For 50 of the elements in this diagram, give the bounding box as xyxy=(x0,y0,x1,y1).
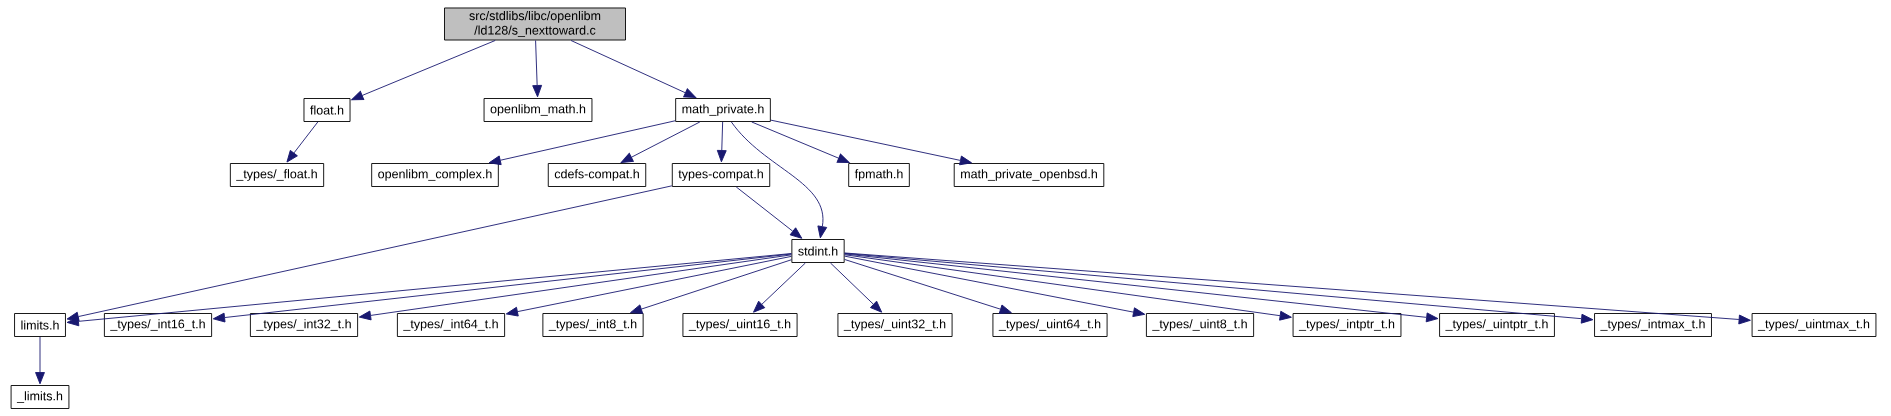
arrow xyxy=(35,336,45,385)
arrow xyxy=(286,121,319,163)
header-file-box: _types/_uint8_t.h xyxy=(1145,313,1255,337)
arrow xyxy=(730,121,828,239)
arrow xyxy=(620,121,701,163)
arrow xyxy=(830,262,883,313)
arrow xyxy=(844,253,1439,323)
arrow xyxy=(844,259,1012,314)
header-file-box: float.h xyxy=(303,98,351,122)
header-file-box: openlibm_math.h xyxy=(483,98,593,122)
arrow xyxy=(488,120,676,166)
arrow xyxy=(66,253,792,327)
header-file-box: fpmath.h xyxy=(848,163,910,187)
header-file-box: types-compat.h xyxy=(671,163,771,187)
header-file-box: _limits.h xyxy=(10,385,70,409)
arrow xyxy=(570,40,697,98)
arrow xyxy=(735,186,803,239)
header-file-box: _types/_int32_t.h xyxy=(249,313,359,337)
header-file-box: _types/_uint16_t.h xyxy=(682,313,798,337)
header-file-box: cdefs-compat.h xyxy=(547,163,647,187)
arrow xyxy=(505,255,792,317)
source-file-box: src/stdlibs/libc/openlibm /ld128/s_nexttoward.c xyxy=(444,7,626,41)
arrow xyxy=(844,254,1292,321)
arrow xyxy=(844,255,1146,317)
arrow xyxy=(212,253,792,323)
arrow xyxy=(751,121,850,163)
header-file-box: limits.h xyxy=(14,313,66,337)
header-file-box: _types/_int16_t.h xyxy=(103,313,213,337)
arrow xyxy=(716,121,727,163)
header-file-box: _types/_uintptr_t.h xyxy=(1439,313,1555,337)
header-file-box: _types/_intmax_t.h xyxy=(1594,313,1712,337)
header-file-box: openlibm_complex.h xyxy=(371,163,499,187)
arrow xyxy=(844,252,1751,325)
header-file-box: stdint.h xyxy=(791,239,845,263)
arrow xyxy=(358,254,792,321)
header-file-box: math_private.h xyxy=(675,98,771,122)
header-file-box: _types/_int8_t.h xyxy=(542,313,644,337)
header-file-box: _types/_uint32_t.h xyxy=(837,313,953,337)
arrow xyxy=(351,40,496,101)
arrow xyxy=(532,40,543,98)
header-file-box: _types/_uintmax_t.h xyxy=(1751,313,1877,337)
arrow xyxy=(630,259,792,314)
header-file-box: _types/_float.h xyxy=(229,163,325,187)
header-file-box: math_private_openbsd.h xyxy=(953,163,1105,187)
header-file-box: _types/_intptr_t.h xyxy=(1292,313,1402,337)
arrow xyxy=(770,119,972,166)
arrow xyxy=(66,185,673,322)
arrow xyxy=(753,262,806,313)
header-file-box: _types/_uint64_t.h xyxy=(992,313,1108,337)
header-file-box: _types/_int64_t.h xyxy=(396,313,506,337)
